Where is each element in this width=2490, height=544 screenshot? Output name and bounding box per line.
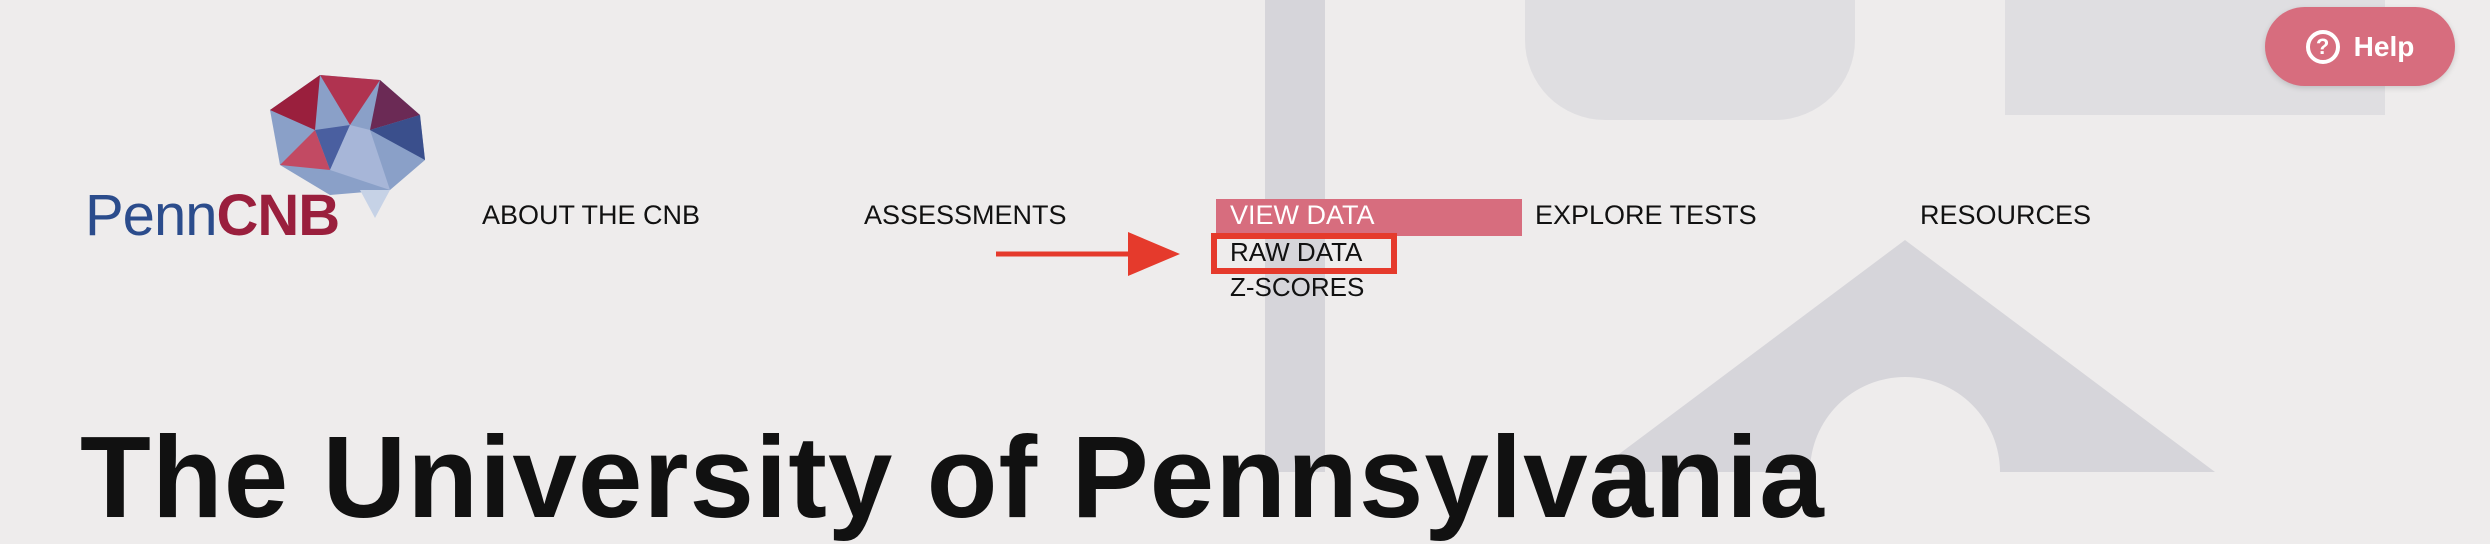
brain-icon bbox=[270, 75, 425, 218]
help-button[interactable]: ? Help bbox=[2265, 7, 2455, 86]
crest-shape bbox=[1595, 240, 2215, 472]
arrow-right-icon bbox=[996, 232, 1180, 276]
nav-assessments[interactable]: ASSESSMENTS bbox=[864, 200, 1067, 230]
nav-view-data-highlight bbox=[1216, 199, 1522, 236]
dropdown-raw-data[interactable]: RAW DATA bbox=[1230, 237, 1363, 267]
nav-explore-tests[interactable]: EXPLORE TESTS bbox=[1535, 200, 1757, 230]
logo-cnb-text: CNB bbox=[216, 183, 340, 248]
nav-about[interactable]: ABOUT THE CNB bbox=[482, 200, 701, 230]
page-title: The University of Pennsylvania bbox=[80, 412, 1825, 542]
nav-view-data[interactable]: VIEW DATA bbox=[1230, 200, 1375, 230]
question-circle-icon: ? bbox=[2305, 29, 2340, 64]
help-label: Help bbox=[2353, 30, 2415, 62]
logo-wordmark: PennCNB bbox=[85, 182, 340, 249]
dropdown-z-scores[interactable]: Z-SCORES bbox=[1230, 272, 1365, 302]
pennnncb-logo[interactable]: PennCNB bbox=[85, 70, 445, 250]
raw-data-highlight-box bbox=[1211, 233, 1397, 274]
logo-penn-text: Penn bbox=[85, 183, 217, 248]
nav-resources[interactable]: RESOURCES bbox=[1920, 200, 2092, 230]
